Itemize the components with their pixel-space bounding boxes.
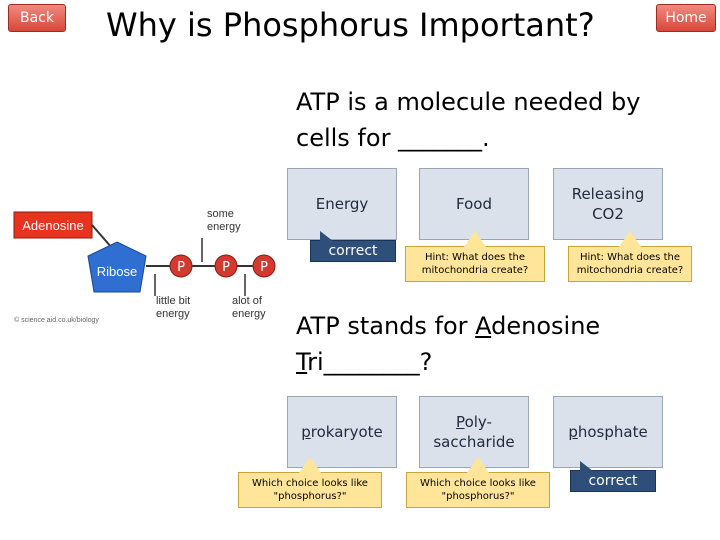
choice-releasing-label: Releasing CO2 (571, 185, 645, 223)
choice-polysaccharide[interactable]: Poly-saccharide (419, 396, 529, 468)
hint-prokaryote: Which choice looks like "phosphorus?" (238, 457, 382, 508)
phosphate-circle-2 (214, 254, 238, 278)
choice-phosphate-label: phosphate (568, 423, 648, 441)
hint-food: Hint: What does the mitochondria create? (405, 231, 545, 282)
alot-energy-label: alot of energy (232, 295, 266, 320)
adenosine-label: Adenosine (22, 218, 83, 233)
phosphate-label-3: P (260, 260, 268, 275)
adenosine-box (13, 211, 93, 239)
phosphate-label-1: P (177, 260, 185, 275)
atp-diagram-svg: Adenosine Ribose P P P (13, 211, 276, 296)
choice-prokaryote[interactable]: prokaryote (287, 396, 397, 468)
hint-polysaccharide: Which choice looks like "phosphorus?" (406, 457, 550, 508)
choice-phosphate[interactable]: phosphate (553, 396, 663, 468)
back-button[interactable]: Back (8, 4, 66, 32)
little-energy-label: little bit energy (156, 295, 191, 320)
phosphate-label-2: P (222, 260, 230, 275)
diagram-credit: © science aid.co.uk/biology (14, 317, 99, 324)
choice-energy-label: Energy (315, 195, 369, 213)
hint-releasing: Hint: What does the mitochondria create? (568, 231, 692, 282)
atp-diagram: Adenosine Ribose P P P some energy littl… (0, 200, 282, 330)
choice-poly-label: Poly-saccharide (433, 413, 515, 451)
question-1-text: ATP is a molecule needed by cells for __… (296, 88, 641, 152)
correct-label-2: correct (588, 473, 638, 489)
page-title: Why is Phosphorus Important? (106, 6, 595, 44)
correct-indicator-1: correct (310, 231, 396, 262)
choice-prokaryote-label: prokaryote (301, 423, 383, 441)
ribose-label: Ribose (97, 264, 137, 279)
choice-energy[interactable]: Energy (287, 168, 397, 240)
home-button[interactable]: Home (656, 4, 716, 32)
question-2-text: ATP stands for Adenosine Tri________? (296, 312, 601, 376)
correct-indicator-2: correct (570, 461, 656, 492)
some-energy-label: some energy (207, 208, 241, 233)
phosphate-circle-3 (252, 254, 276, 278)
phosphate-circle-1 (169, 254, 193, 278)
correct-label-1: correct (328, 243, 378, 259)
ribose-pentagon (87, 241, 147, 293)
choice-food[interactable]: Food (419, 168, 529, 240)
adenosine-bond (91, 224, 113, 249)
choice-food-label: Food (456, 195, 492, 213)
choice-releasing-co2[interactable]: Releasing CO2 (553, 168, 663, 240)
